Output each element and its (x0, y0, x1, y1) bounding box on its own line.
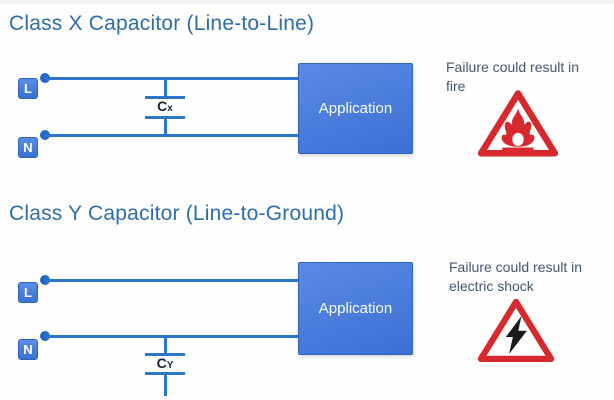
line-wire-l2 (45, 278, 298, 282)
application-box-classy: Application (298, 262, 413, 355)
terminal-n-label: N (23, 140, 33, 155)
cy-lead-ground (163, 374, 167, 396)
cy-plate-bottom (145, 371, 185, 375)
terminal-l-classy: L (18, 282, 38, 303)
cx-capacitor-label: Cx (157, 98, 173, 115)
cy-capacitor-label: CY (156, 355, 174, 372)
line-wire-l (45, 76, 298, 80)
terminal-l-classx: L (18, 78, 38, 99)
cy-plate-top (145, 352, 185, 356)
terminal-l-label: L (24, 81, 32, 96)
application-label: Application (318, 300, 393, 317)
line-wire-n (45, 133, 298, 137)
cx-plate-top (145, 95, 185, 99)
cx-lead-top (163, 78, 167, 97)
terminal-n-label: N (23, 342, 33, 357)
class-y-title: Class Y Capacitor (Line-to-Ground) (9, 202, 345, 225)
application-label: Application (318, 100, 393, 117)
line-wire-n2 (45, 334, 298, 338)
application-box-classx: Application (298, 63, 413, 154)
cy-lead-top (163, 336, 167, 353)
cx-plate-bottom (145, 115, 185, 119)
electric-shock-warning-text: Failure could result in electric shock (449, 259, 583, 294)
electric-shock-warning-icon (477, 298, 555, 362)
top-edge-strip (0, 0, 614, 4)
terminal-l-label: L (24, 285, 32, 300)
class-x-title: Class X Capacitor (Line-to-Line) (9, 12, 315, 35)
terminal-n-classx: N (18, 137, 38, 158)
terminal-n-classy: N (18, 339, 38, 360)
fire-warning-text: Failure could result in fire (446, 59, 580, 94)
cx-lead-bottom (163, 118, 167, 135)
fire-warning-icon (477, 90, 559, 157)
